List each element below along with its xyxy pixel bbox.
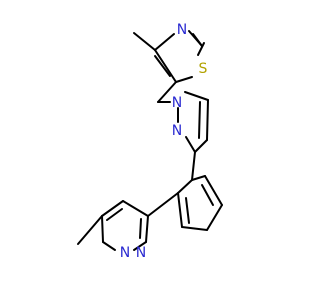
bond-c4-n3 — [154, 33, 175, 51]
bond-pd-6 — [145, 215, 149, 243]
atom-n-thiazole: N — [177, 22, 187, 38]
atom-s-thiazole: S — [199, 61, 208, 77]
bond-ph-6-double — [201, 184, 214, 206]
molecule-structure-diagram: N S N N N N — [77, 22, 223, 261]
bond-methyl-pyridazine — [77, 215, 103, 245]
bond-c5-c4 — [154, 49, 177, 83]
bond-pd-6-double — [139, 218, 142, 239]
pyridazine-ring — [77, 192, 179, 251]
bond-ph-2-double — [185, 197, 190, 224]
atom-n1-pyridazine: N — [120, 245, 130, 261]
bond-phenyl-pyridazine — [147, 192, 179, 217]
bond-pd-4 — [102, 241, 116, 251]
bond-c5-c4-pyr-double — [198, 101, 201, 139]
bond-ph-6 — [191, 175, 206, 181]
bond-methyl-thiazole — [133, 32, 156, 51]
bond-pyr-phenyl — [191, 151, 196, 181]
pyrazole-ring — [177, 91, 209, 153]
bond-pd-2-double — [106, 208, 123, 221]
atom-n2-pyrazole: N — [172, 123, 182, 139]
thiazole-ring — [133, 30, 205, 83]
bond-s1-c5 — [175, 76, 193, 83]
bond-pd-2 — [101, 200, 124, 217]
bond-pd-3 — [101, 215, 104, 243]
bond-ph-5 — [204, 175, 223, 206]
phenyl-ring — [177, 151, 223, 231]
bond-ph-1 — [177, 179, 193, 194]
atom-n2-pyridazine: N — [136, 245, 146, 261]
bond-c2-s1 — [197, 42, 205, 56]
atom-n1-pyrazole: N — [172, 95, 182, 111]
bond-c4-c3 — [194, 139, 208, 153]
bond-ph-4 — [206, 204, 223, 231]
bond-ph-2 — [177, 192, 183, 228]
bond-c5-c4-pyr — [206, 99, 209, 141]
bond-c5-c4-double — [154, 55, 171, 77]
bond-c3-n2 — [185, 136, 196, 153]
bond-c2-n3-double — [192, 33, 203, 47]
bond-thiazole-ch2 — [157, 81, 177, 103]
bond-pd-1 — [122, 200, 149, 217]
bond-pd-5 — [133, 241, 147, 251]
bond-n1-c5 — [184, 91, 209, 101]
bond-ph-3 — [181, 226, 208, 231]
